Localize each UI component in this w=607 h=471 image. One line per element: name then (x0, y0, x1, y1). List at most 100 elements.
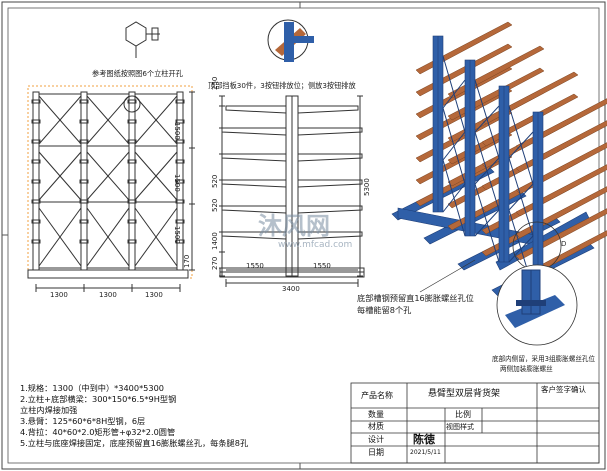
front-brace (38, 207, 82, 267)
front-arm-stub (175, 199, 185, 204)
note-4: 4.背拉：40*60*2.0矩形管+φ32*2.0圆管 (20, 427, 176, 437)
front-arm-stub (127, 239, 137, 244)
svg-text:D: D (561, 240, 566, 248)
front-arm-stub (31, 159, 41, 164)
dim-base-height: 1400 (211, 232, 219, 250)
dim-arm-right: 1550 (313, 262, 331, 270)
front-arm-stub (127, 199, 137, 204)
side-arm-right (297, 205, 363, 214)
front-brace (134, 151, 178, 201)
side-arm-left-top (225, 105, 287, 114)
front-brace (134, 207, 178, 267)
side-arm-left (221, 179, 287, 188)
bay-width-3: 1300 (145, 291, 163, 299)
bracket-detail-icon (125, 21, 160, 58)
tb-material-value: 视图样式 (446, 423, 474, 431)
isometric-view (391, 21, 607, 297)
dim-arm-spacing-2: 520 (211, 198, 219, 212)
front-base (27, 269, 189, 279)
side-elevation-view (219, 95, 365, 287)
front-arm-stub (79, 139, 89, 144)
front-level-1: 1500 (173, 122, 181, 140)
callout-base-holes-2: 每槽能留8个孔 (357, 305, 412, 315)
front-arm-stub (31, 119, 41, 124)
front-arm-stub (31, 239, 41, 244)
front-brace (86, 151, 130, 201)
front-arm-stub (79, 99, 89, 104)
iso-brace (474, 105, 500, 133)
watermark-brand: 沐风网 (258, 212, 330, 240)
note-3: 3.悬臂：125*60*6*8H型钢，6层 (20, 416, 146, 426)
dim-base-width: 3400 (282, 285, 300, 293)
iso-brace (442, 131, 466, 161)
tb-label-designer: 设计 (368, 435, 384, 444)
front-arm-stub (175, 159, 185, 164)
note-5: 5.立柱与底座焊接固定，底座预留直16膨胀螺丝孔，每条腿8孔 (20, 438, 249, 448)
front-arm-stub (31, 199, 41, 204)
front-arm-stub (175, 179, 185, 184)
top-circle-detail (267, 19, 314, 62)
side-arm-right (297, 231, 363, 240)
side-arm-right (297, 179, 363, 188)
iso-brace (508, 235, 534, 263)
front-arm-stub (79, 219, 89, 224)
tb-label-date: 日期 (368, 448, 384, 457)
note-2: 2.立柱+底部横梁：300*150*6.5*9H型钢 (20, 394, 177, 404)
front-arm-stub (31, 219, 41, 224)
front-brace (86, 95, 130, 145)
iso-brace (508, 183, 534, 211)
tb-date: 2021/5/11 (410, 449, 441, 456)
orange-guide-frame (27, 85, 193, 279)
front-arm-stub (127, 99, 137, 104)
side-arm-right (297, 127, 363, 136)
side-arm-right-top (297, 105, 359, 114)
tb-label-name: 产品名称 (361, 391, 393, 400)
callout-detail-2: 两侧加装膨胀螺丝 (500, 365, 553, 373)
side-arm-right (297, 153, 363, 162)
iso-arm (415, 21, 513, 75)
front-arm-stub (175, 139, 185, 144)
bay-width-2: 1300 (99, 291, 117, 299)
front-arm-stub (79, 239, 89, 244)
front-arm-stub (79, 159, 89, 164)
front-arm-stub (127, 119, 137, 124)
front-view-caption: 参考图纸按照图6个立柱开孔 (92, 69, 183, 78)
side-arm-left (221, 153, 287, 162)
front-arm-stub (79, 179, 89, 184)
base-detail-closeup (496, 264, 578, 346)
front-arm-stub (31, 99, 41, 104)
dim-arm-left: 1550 (246, 262, 264, 270)
front-arm-stub (31, 139, 41, 144)
dim-total-height: 5300 (363, 178, 371, 196)
tb-label-qty: 数量 (368, 410, 384, 419)
iso-brace (474, 209, 500, 237)
front-brace (38, 151, 82, 201)
dim-top-gap: 250 (211, 76, 219, 90)
front-level-3: 1500 (173, 226, 181, 244)
front-arm-stub (175, 99, 185, 104)
front-arm-stub (127, 139, 137, 144)
front-arm-stub (175, 239, 185, 244)
dim-arm-spacing: 520 (211, 174, 219, 188)
iso-brace (474, 157, 500, 185)
front-brace (134, 95, 178, 145)
tb-designer: 陈徳 (413, 433, 435, 446)
note-1: 1.规格：1300（中到中）*3400*5300 (20, 383, 165, 393)
tb-customer-label: 客户签字确认 (541, 385, 586, 394)
iso-brace (508, 131, 534, 159)
front-elevation-view (27, 85, 195, 292)
front-arm-stub (79, 199, 89, 204)
front-detail-marker (123, 95, 141, 113)
watermark-url: www.mfcad.com (278, 240, 353, 250)
dim-base-offset: 170 (183, 254, 191, 268)
tb-label-material: 材质 (368, 422, 384, 431)
side-arm-left (221, 127, 287, 136)
bay-width-1: 1300 (50, 291, 68, 299)
front-arm-stub (79, 119, 89, 124)
front-arm-stub (175, 119, 185, 124)
front-brace (86, 207, 130, 267)
iso-brace (442, 183, 466, 213)
front-arm-stub (31, 179, 41, 184)
